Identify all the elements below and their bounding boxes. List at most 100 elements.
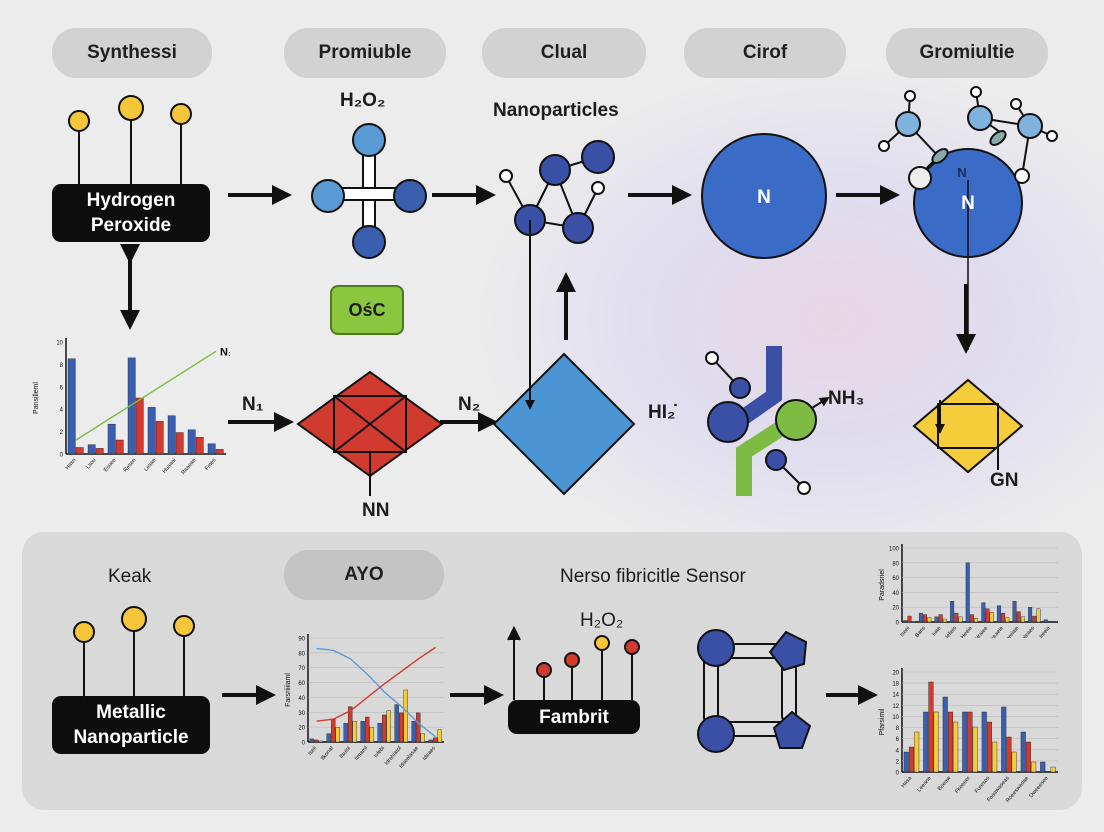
nanoparticles-label: Nanoparticles xyxy=(493,100,619,121)
y-tick-label: 2 xyxy=(60,430,64,436)
x-tick-label: Itmaml xyxy=(354,745,369,761)
bar xyxy=(314,739,319,743)
bar xyxy=(416,712,421,743)
x-tick-label: Hasn xyxy=(65,457,78,471)
sensor-pins xyxy=(507,625,640,700)
bar xyxy=(127,357,136,455)
header-pill-clual: Clual xyxy=(482,28,646,78)
overlay-line xyxy=(75,350,217,441)
bar xyxy=(986,721,992,773)
y-tick-label: 18 xyxy=(892,682,899,688)
x-tick-label: Ivlebi xyxy=(373,745,386,759)
bar xyxy=(911,621,916,623)
bar xyxy=(1031,761,1037,773)
bar xyxy=(928,681,934,773)
y-tick-label: 0 xyxy=(896,621,900,627)
bar xyxy=(87,444,96,455)
bar xyxy=(1020,616,1025,623)
bar xyxy=(942,618,947,623)
bar xyxy=(309,738,314,743)
blue-diamond xyxy=(492,220,636,496)
bar xyxy=(1043,619,1048,623)
hi2-label: HI₂̇ xyxy=(648,402,676,423)
bar xyxy=(934,616,939,623)
y-tick-label: 8 xyxy=(60,363,64,369)
bar xyxy=(399,712,404,743)
y-tick-label: 0 xyxy=(60,453,64,459)
bar xyxy=(187,429,196,455)
bar xyxy=(903,751,909,773)
y-axis-label: Paradsriel xyxy=(879,569,886,601)
y-tick-label: 70 xyxy=(298,666,305,672)
x-tick-label: Ilsuisi xyxy=(339,745,352,759)
bar xyxy=(331,718,336,743)
bar xyxy=(207,443,216,455)
bar xyxy=(352,720,357,743)
bar xyxy=(950,601,955,623)
y-tick-label: 80 xyxy=(298,651,305,657)
bar xyxy=(147,407,156,455)
bar xyxy=(1020,731,1026,773)
bar xyxy=(167,415,176,455)
bar xyxy=(974,618,979,623)
bar xyxy=(989,612,994,623)
y-tick-label: 90 xyxy=(298,637,305,643)
bar xyxy=(1001,612,1006,623)
square-molecule xyxy=(697,629,812,753)
header-pill-gromiultie: Gromiultie xyxy=(886,28,1048,78)
y-tick-label: 0 xyxy=(896,771,900,777)
y-tick-label: 4 xyxy=(60,408,64,414)
n-cluster-label: N xyxy=(961,193,975,214)
bar xyxy=(1001,706,1007,773)
bar xyxy=(918,612,923,623)
header-pill-synthesis: Synthessi xyxy=(52,28,212,78)
bar xyxy=(996,605,1001,623)
y-axis-label: Pfarsimil xyxy=(879,708,886,735)
bar xyxy=(343,723,348,743)
x-tick-label: Leeane xyxy=(916,775,932,793)
x-tick-label: Fkeeeer xyxy=(954,775,972,794)
h2o2-label-bottom: H₂O₂ xyxy=(580,610,624,631)
bar xyxy=(386,710,391,743)
pin-cluster-top xyxy=(68,95,192,186)
bar xyxy=(981,602,986,623)
bar xyxy=(433,737,438,743)
series-line xyxy=(316,646,436,722)
bar xyxy=(365,716,370,743)
bar xyxy=(411,720,416,743)
y-tick-label: 6 xyxy=(60,385,64,391)
header-label: Synthessi xyxy=(87,42,177,63)
bar xyxy=(107,423,116,455)
n-sphere: N xyxy=(701,133,827,259)
yellow-diamond xyxy=(912,378,1024,474)
bar xyxy=(195,436,204,455)
bar xyxy=(962,711,968,773)
bar xyxy=(992,741,998,773)
bar xyxy=(914,731,920,773)
bar xyxy=(1006,736,1012,773)
bar xyxy=(1040,761,1046,773)
y-tick-label: 8 xyxy=(896,726,900,732)
keak-label: Keak xyxy=(108,566,152,587)
fambrit-box: Fambrit xyxy=(508,700,640,734)
bar xyxy=(348,706,353,743)
y-tick-label: 60 xyxy=(298,681,305,687)
bar xyxy=(437,729,442,743)
bar xyxy=(1016,611,1021,623)
bar xyxy=(382,714,387,743)
bar xyxy=(335,727,340,743)
y-tick-label: 6 xyxy=(896,737,900,743)
n-cluster-small-label: N xyxy=(957,165,966,180)
h2o2-molecule xyxy=(311,123,427,259)
series-line xyxy=(316,647,436,738)
bar xyxy=(1012,601,1017,623)
nh3-label: NH₃ xyxy=(828,388,865,409)
bar xyxy=(360,720,365,743)
y-tick-label: 20 xyxy=(892,606,899,612)
metallic-nanoparticle-box: Metallic Nanoparticle xyxy=(52,696,210,754)
bar xyxy=(215,449,224,455)
y-tick-label: 60 xyxy=(892,576,899,582)
bar xyxy=(1047,621,1052,623)
